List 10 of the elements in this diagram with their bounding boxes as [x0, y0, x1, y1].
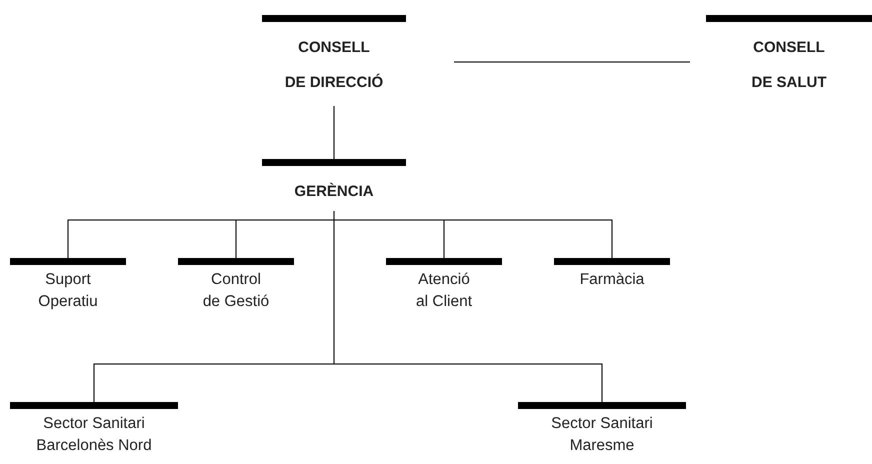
unit-name: Control de Gestió: [202, 270, 270, 312]
unit-name: CONSELL DE SALUT: [750, 38, 828, 93]
unit-name: Suport Operatiu: [37, 270, 99, 312]
unit-name: Farmàcia: [578, 270, 646, 290]
unit-name: Sector Sanitari Barcelonès Nord: [35, 414, 153, 456]
unit-name: CONSELL DE DIRECCIÓ: [284, 38, 384, 93]
unit-name: Atenció al Client: [415, 270, 473, 312]
connector-line: [334, 210, 602, 402]
unit-name: GERÈNCIA: [293, 182, 375, 202]
unit-name: Sector Sanitari Maresme: [550, 414, 654, 456]
